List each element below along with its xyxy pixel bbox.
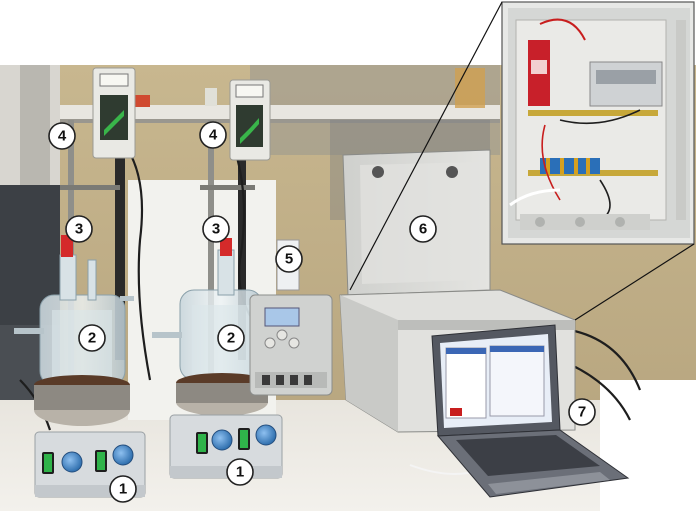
callout-3a: 3	[65, 215, 93, 243]
inset-control-box-interior	[501, 1, 695, 245]
svg-text:6: 6	[419, 221, 427, 238]
callout-7: 7	[568, 398, 596, 426]
callout-4b: 4	[199, 121, 227, 149]
magnetic-stirrer-right	[169, 414, 283, 479]
svg-text:2: 2	[88, 330, 96, 347]
svg-text:7: 7	[578, 404, 586, 421]
zoom-connector-lines	[349, 1, 695, 321]
glass-reactor-right	[152, 238, 268, 416]
callout-2a: 2	[78, 324, 106, 352]
svg-text:1: 1	[119, 481, 127, 498]
callout-4a: 4	[48, 122, 76, 150]
svg-text:2: 2	[227, 330, 235, 347]
svg-text:1: 1	[236, 464, 244, 481]
svg-text:4: 4	[209, 127, 218, 144]
callout-3b: 3	[202, 215, 230, 243]
callout-2b: 2	[217, 324, 245, 352]
laptop	[431, 324, 630, 498]
svg-text:3: 3	[212, 221, 220, 238]
callout-5: 5	[275, 245, 303, 273]
temperature-controller-right	[229, 79, 271, 161]
svg-text:4: 4	[58, 128, 67, 145]
callout-6: 6	[409, 215, 437, 243]
svg-text:5: 5	[285, 251, 293, 268]
temperature-controller-left	[92, 67, 136, 159]
svg-text:3: 3	[75, 221, 83, 238]
callout-1a: 1	[109, 475, 137, 503]
callout-1b: 1	[226, 458, 254, 486]
